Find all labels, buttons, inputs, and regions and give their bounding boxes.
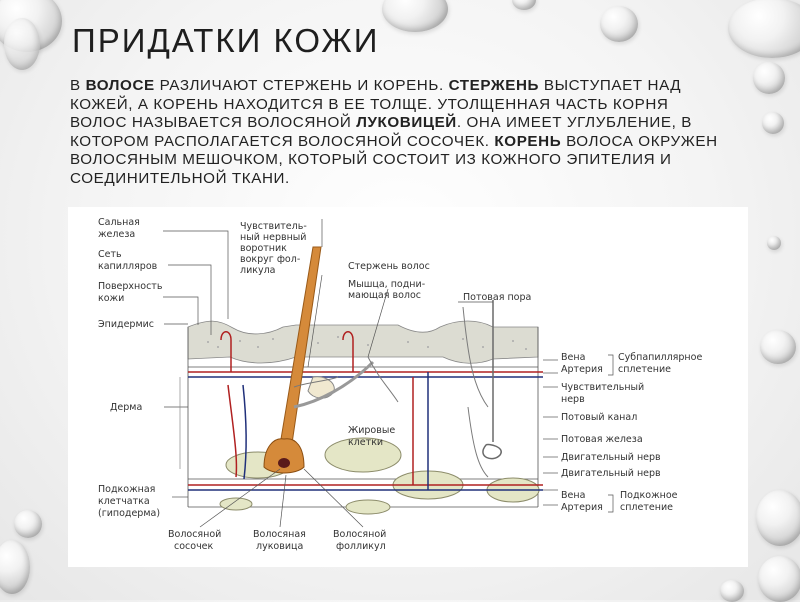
- label-hair-papilla-2: сосочек: [174, 541, 214, 552]
- label-nerve-collar-2: ный нервный: [240, 232, 306, 243]
- water-drop: [753, 62, 785, 94]
- label-motor-nerve-2: Двигательный нерв: [561, 468, 661, 479]
- label-sebaceous-gland: Сальная: [98, 217, 140, 228]
- hair-follicle: [263, 438, 305, 474]
- skin-diagram-svg: Сальная железа Сеть капилляров Поверхнос…: [68, 207, 748, 567]
- water-drop: [4, 18, 40, 70]
- label-sensory-nerve: Чувствительный: [561, 382, 644, 393]
- label-dermis: Дерма: [110, 402, 142, 413]
- label-motor-nerve-1: Двигательный нерв: [561, 452, 661, 463]
- paragraph-text: ВОЛОСА ОКРУЖЕН ВОЛОСЯНЫМ МЕШОЧКОМ, КОТОР…: [70, 132, 718, 187]
- label-subpapillary: Субпапиллярное: [618, 352, 702, 363]
- label-hair-bulb: Волосяная: [253, 529, 306, 540]
- label-epidermis: Эпидермис: [98, 319, 154, 330]
- label-skin-surface-2: кожи: [98, 293, 124, 304]
- label-sweat-gland: Потовая железа: [561, 434, 643, 445]
- water-drop: [382, 0, 448, 32]
- label-hypodermis-3: (гиподерма): [98, 508, 160, 519]
- water-drop: [600, 6, 638, 42]
- water-drop: [760, 330, 796, 364]
- water-drop: [758, 556, 800, 602]
- label-nerve-collar-4: вокруг фол-: [240, 254, 300, 265]
- arrector-muscle: [293, 360, 375, 409]
- label-vein-1: Вена: [561, 352, 585, 363]
- label-subcutaneous-plexus-2: сплетение: [620, 502, 673, 513]
- label-hair-follicle-2: фолликул: [336, 541, 386, 552]
- label-subcutaneous-plexus: Подкожное: [620, 490, 678, 501]
- label-nerve-collar: Чувствитель-: [240, 221, 307, 232]
- water-drop: [728, 0, 800, 58]
- blood-vessels: [188, 331, 543, 491]
- bold-term: КОРЕНЬ: [494, 132, 562, 150]
- paragraph-text: РАЗЛИЧАЮТ СТЕРЖЕНЬ И КОРЕНЬ.: [154, 77, 449, 94]
- bold-term: ВОЛОСЕ: [85, 77, 155, 94]
- water-drop: [14, 510, 42, 538]
- label-vein-2: Вена: [561, 490, 585, 501]
- label-capillary-net: Сеть: [98, 249, 122, 260]
- label-fat-cells-2: клетки: [348, 437, 383, 448]
- label-hypodermis: Подкожная: [98, 484, 155, 495]
- right-leader-lines: [307, 219, 614, 513]
- label-hair-shaft: Стержень волос: [348, 261, 430, 272]
- label-hair-papilla: Волосяной: [168, 529, 221, 540]
- water-drop: [767, 236, 781, 250]
- epidermis-layer: [187, 320, 539, 364]
- bottom-leader-lines: [199, 468, 364, 528]
- label-hypodermis-2: клетчатка: [98, 496, 150, 507]
- water-drop: [756, 490, 800, 546]
- water-drop: [512, 0, 536, 10]
- label-sensory-nerve-2: нерв: [561, 394, 585, 405]
- label-hair-bulb-2: луковица: [256, 541, 303, 552]
- skin-diagram: Сальная железа Сеть капилляров Поверхнос…: [68, 207, 748, 567]
- bold-term: ЛУКОВИЦЕЙ: [356, 114, 457, 132]
- label-sweat-pore: Потовая пора: [463, 292, 531, 303]
- label-artery-1: Артерия: [561, 364, 603, 375]
- water-drop: [0, 540, 30, 594]
- label-nerve-collar-3: воротник: [240, 243, 287, 254]
- label-sebaceous-gland-2: железа: [98, 229, 135, 240]
- water-drop: [762, 112, 784, 134]
- left-leader-lines: [163, 230, 229, 498]
- hair-papilla: [278, 458, 290, 468]
- label-hair-follicle: Волосяной: [333, 529, 386, 540]
- label-subpapillary-2: сплетение: [618, 364, 671, 375]
- paragraph-text: ВЫСТУПАЕТ НАД КОЖЕЙ, А КОРЕНЬ НАХОДИТСЯ …: [70, 77, 682, 132]
- paragraph-text: В: [70, 77, 86, 94]
- paragraph-text: . ОНА ИМЕЕТ УГЛУБЛЕНИЕ, В КОТОРОМ РАСПОЛ…: [70, 114, 693, 150]
- label-skin-surface: Поверхность: [98, 281, 163, 292]
- label-fat-cells: Жировые: [348, 425, 395, 436]
- label-sweat-duct: Потовый канал: [561, 412, 637, 423]
- bold-term: СТЕРЖЕНЬ: [448, 77, 540, 94]
- epidermis-texture: [207, 336, 527, 350]
- label-capillary-net-2: капилляров: [98, 261, 158, 272]
- label-arrector-muscle: Мышца, подни-: [348, 279, 425, 290]
- label-nerve-collar-5: ликула: [240, 265, 276, 276]
- slide-title: ПРИДАТКИ КОЖИ: [72, 22, 380, 59]
- label-arrector-muscle-2: мающая волос: [348, 290, 421, 301]
- sweat-gland: [482, 443, 502, 460]
- slide-paragraph: В ВОЛОСЕ РАЗЛИЧАЮТ СТЕРЖЕНЬ И КОРЕНЬ. СТ…: [70, 77, 720, 189]
- water-drop: [720, 580, 744, 602]
- label-artery-2: Артерия: [561, 502, 603, 513]
- nerves: [293, 306, 489, 478]
